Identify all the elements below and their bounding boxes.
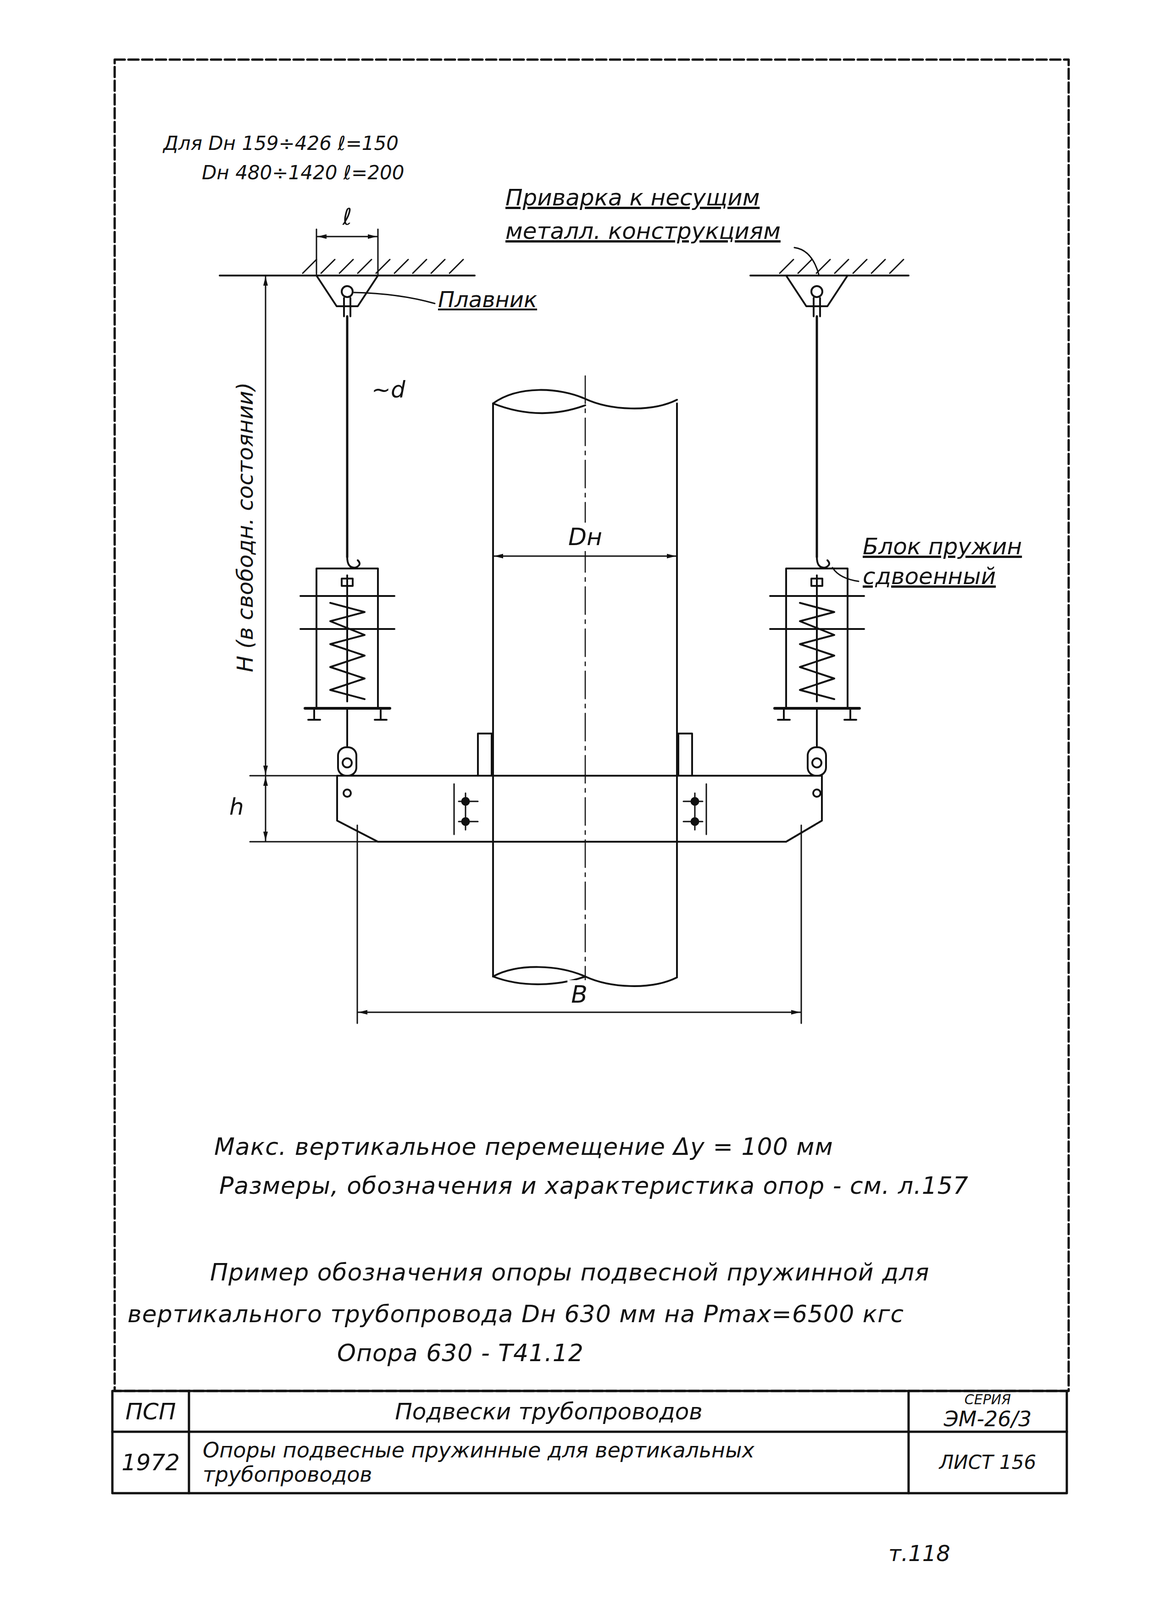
title-cell: 1972 (112, 1432, 189, 1494)
sheet-frame (114, 59, 1069, 1392)
callout-label: Плавник (438, 286, 538, 314)
size-note: Для Dн 159÷426 ℓ=150 (163, 132, 399, 156)
spring-hanger (770, 275, 865, 798)
dimension-label: h (229, 793, 244, 821)
traverse-beam (337, 776, 822, 843)
dimension-label: B (567, 980, 592, 1010)
callout-label: Блок пружин сдвоенный (862, 532, 1060, 592)
title-cell: СЕРИЯ (908, 1392, 1067, 1409)
dimension-label: ℓ (342, 203, 353, 231)
title-cell: ПСП (112, 1391, 189, 1433)
dimension-label: ~d (371, 376, 406, 404)
callout-label: Приварка к несущим металл. конструкциям (505, 181, 836, 248)
size-note: Dн 480÷1420 ℓ=200 (201, 161, 405, 185)
note-text: Пример обозначения опоры подвесной пружи… (127, 1252, 1064, 1336)
title-cell: ЛИСТ 156 (908, 1432, 1067, 1494)
title-cell: Подвески трубопроводов (188, 1391, 909, 1433)
note-text: Макс. вертикальное перемещение Δy = 100 … (214, 1132, 834, 1162)
title-cell: ЭМ-26/3 (908, 1407, 1067, 1432)
spring-hanger (300, 275, 395, 798)
note-text: Размеры, обозначения и характеристика оп… (219, 1171, 969, 1201)
dimension-lines (249, 229, 802, 1024)
designation-example: Опора 630 - Т41.12 (337, 1339, 584, 1368)
leader-line (354, 247, 859, 582)
ceiling (219, 259, 909, 276)
pipe-lug (477, 733, 693, 777)
dimension-label: H (в свободн. состоянии) (232, 382, 259, 673)
dimension-label: Dн (564, 522, 606, 552)
bolt-symbol (454, 784, 707, 835)
center-line (584, 376, 587, 1003)
title-block (112, 1391, 1067, 1494)
title-cell: Опоры подвесные пружинные для вертикальн… (188, 1432, 904, 1494)
page-mark: т.118 (888, 1541, 951, 1568)
